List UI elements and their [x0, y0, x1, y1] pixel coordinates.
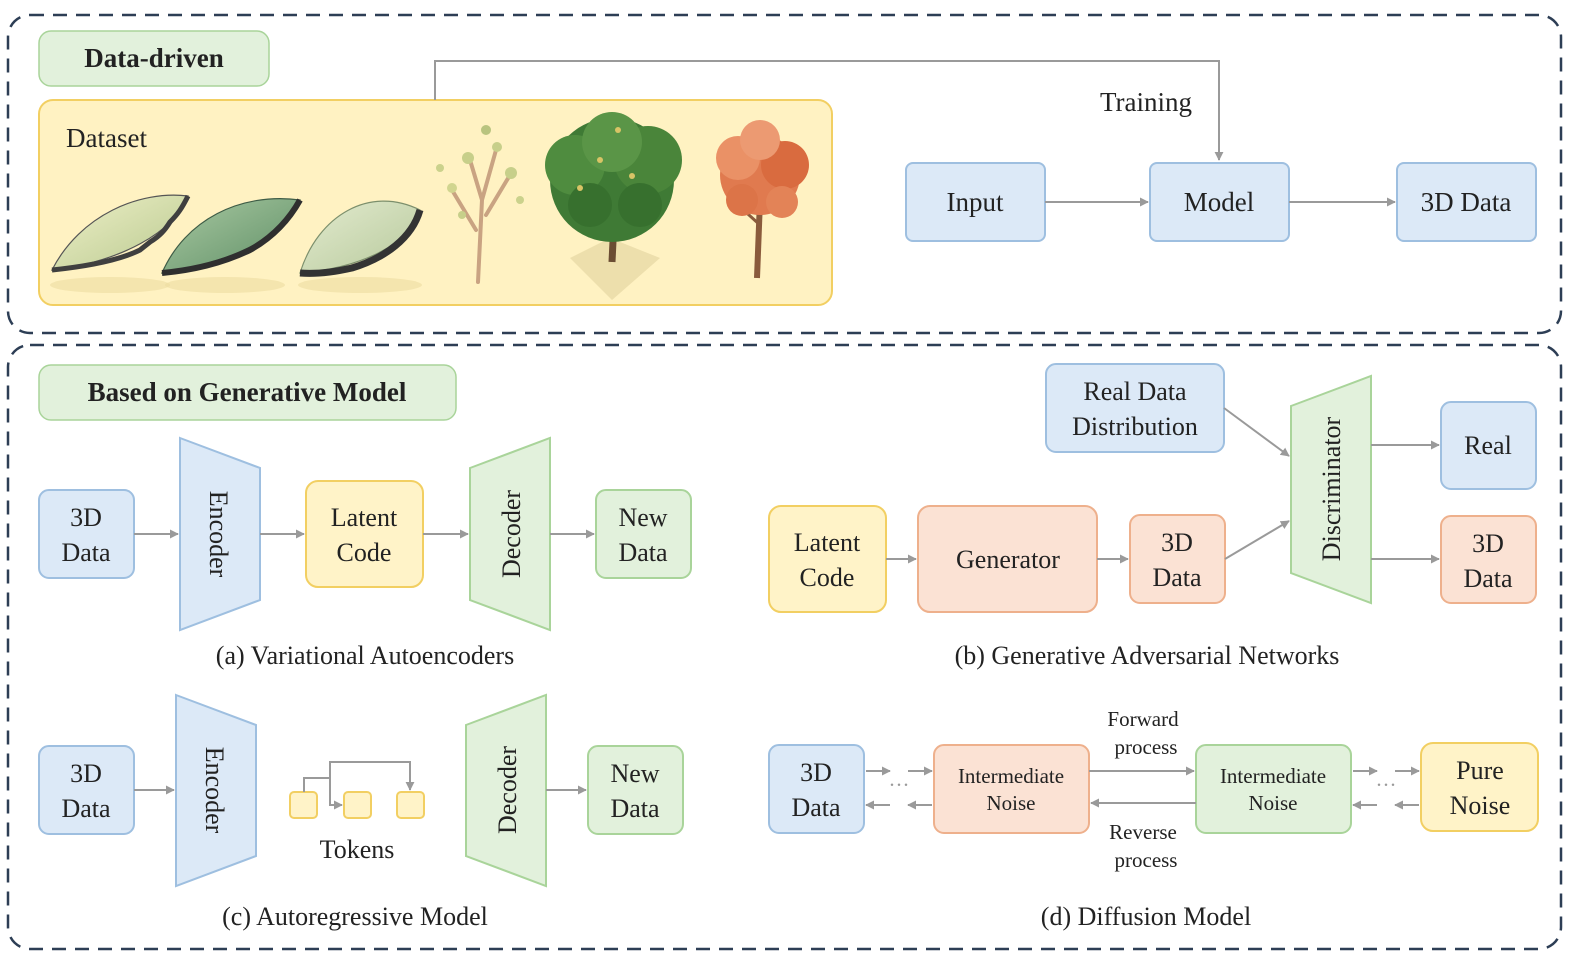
data-driven-title: Data-driven: [84, 43, 223, 73]
gan-real-distribution-line2: Distribution: [1072, 412, 1198, 441]
input-label: Input: [947, 187, 1004, 217]
leaf-image-1: [50, 194, 191, 293]
diffusion-data-line2: Data: [791, 793, 841, 822]
ar-input-line1: 3D: [70, 759, 102, 788]
ar-output-box: [587, 745, 684, 835]
gan-discriminator-trapezoid: [1290, 374, 1372, 605]
dataset-label: Dataset: [66, 123, 147, 153]
vae-encoder-trapezoid: [179, 436, 261, 632]
gan-fake-output-line2: Data: [1463, 564, 1513, 593]
vae-latent-box: [305, 480, 424, 588]
vae-input-line2: Data: [61, 538, 111, 567]
tree-image-orange: [716, 120, 809, 279]
training-label: Training: [1100, 87, 1192, 117]
output-3d-data-label: 3D Data: [1421, 187, 1512, 217]
gan-arrow-data-discriminator: [1224, 520, 1290, 560]
leaf-image-3: [298, 200, 424, 293]
ar-output-line1: New: [610, 759, 659, 788]
diffusion-noise1-box: [933, 744, 1090, 834]
diffusion-reverse-line1: Reverse: [1109, 820, 1177, 844]
diffusion-noise2-box: [1195, 744, 1352, 834]
vae-decoder-trapezoid: [469, 436, 551, 632]
ar-input-line2: Data: [61, 794, 111, 823]
generative-title-box: [38, 364, 457, 421]
data-driven-section: Data-driven Dataset: [38, 30, 1537, 306]
gan-generated-line1: 3D: [1161, 528, 1193, 557]
diffusion-caption: (d) Diffusion Model: [1041, 902, 1251, 931]
model-label: Model: [1184, 187, 1255, 217]
gan-real-distribution-line1: Real Data: [1083, 377, 1187, 406]
gan-discriminator-label: Discriminator: [1317, 416, 1346, 561]
ar-caption: (c) Autoregressive Model: [222, 902, 488, 931]
vae-caption: (a) Variational Autoencoders: [216, 641, 514, 670]
diffusion-forward-line2: process: [1115, 735, 1178, 759]
vae-encoder-label: Encoder: [204, 491, 233, 578]
ar-diagram: 3D Data Encoder Tokens Decoder New Data …: [38, 693, 684, 931]
output-3d-data-box: [1396, 162, 1537, 242]
diffusion-pure-line2: Noise: [1450, 791, 1511, 820]
gan-latent-line2: Code: [800, 563, 855, 592]
vae-decoder-label: Decoder: [497, 490, 526, 578]
diffusion-noise1-line2: Noise: [987, 791, 1036, 815]
diffusion-data-line1: 3D: [800, 758, 832, 787]
diffusion-ellipsis-right: ···: [1376, 773, 1397, 797]
ar-tokens-label: Tokens: [320, 835, 395, 864]
diffusion-pure-line1: Pure: [1456, 756, 1504, 785]
gan-caption: (b) Generative Adversarial Networks: [955, 641, 1340, 670]
data-driven-frame: [6, 13, 1563, 335]
vae-diagram: 3D Data Encoder Latent Code Decoder New …: [38, 436, 692, 670]
diffusion-noise2-line1: Intermediate: [1220, 764, 1326, 788]
gan-real-output-box: [1440, 401, 1537, 490]
ar-encoder-trapezoid: [175, 693, 257, 888]
token-2: [343, 791, 372, 819]
vae-output-line2: Data: [618, 538, 668, 567]
ar-tokens-group: [289, 761, 425, 819]
diffusion-reverse-line2: process: [1115, 848, 1178, 872]
diffusion-data-box: [768, 744, 865, 834]
gan-generated-line2: Data: [1152, 563, 1202, 592]
gan-latent-line1: Latent: [794, 528, 861, 557]
gan-real-output-label: Real: [1464, 431, 1512, 460]
ar-output-line2: Data: [610, 794, 660, 823]
generative-title: Based on Generative Model: [88, 377, 407, 407]
tree-image-sparse: [436, 125, 524, 284]
ar-decoder-label: Decoder: [493, 746, 522, 834]
diffusion-ellipsis-left: ···: [889, 773, 910, 797]
gan-fake-output-box: [1440, 515, 1537, 604]
ar-encoder-label: Encoder: [200, 747, 229, 834]
vae-latent-line2: Code: [337, 538, 392, 567]
gan-arrow-real-discriminator: [1223, 407, 1290, 457]
gan-generator-label: Generator: [956, 545, 1060, 574]
diffusion-noise1-line1: Intermediate: [958, 764, 1064, 788]
ar-decoder-trapezoid: [465, 693, 547, 888]
training-arrow: [434, 60, 1224, 161]
generative-frame: [6, 343, 1563, 951]
vae-output-line1: New: [618, 503, 667, 532]
leaf-image-2: [161, 198, 303, 293]
diffusion-forward-line1: Forward: [1107, 707, 1179, 731]
gan-latent-box: [768, 505, 887, 613]
tree-image-green: [545, 112, 682, 300]
data-driven-title-box: [38, 30, 270, 87]
diffusion-noise2-line2: Noise: [1249, 791, 1298, 815]
vae-input-line1: 3D: [70, 503, 102, 532]
diffusion-pure-noise-box: [1420, 742, 1539, 832]
vae-latent-line1: Latent: [331, 503, 398, 532]
token-3: [396, 791, 425, 819]
token-link-2: [329, 761, 415, 791]
vae-output-box: [595, 489, 692, 579]
gan-fake-output-line1: 3D: [1472, 529, 1504, 558]
gan-diagram: Real Data Distribution Discriminator Rea…: [768, 363, 1537, 670]
token-1: [289, 791, 318, 819]
diffusion-diagram: 3D Data Intermediate Noise Intermediate …: [768, 707, 1539, 931]
